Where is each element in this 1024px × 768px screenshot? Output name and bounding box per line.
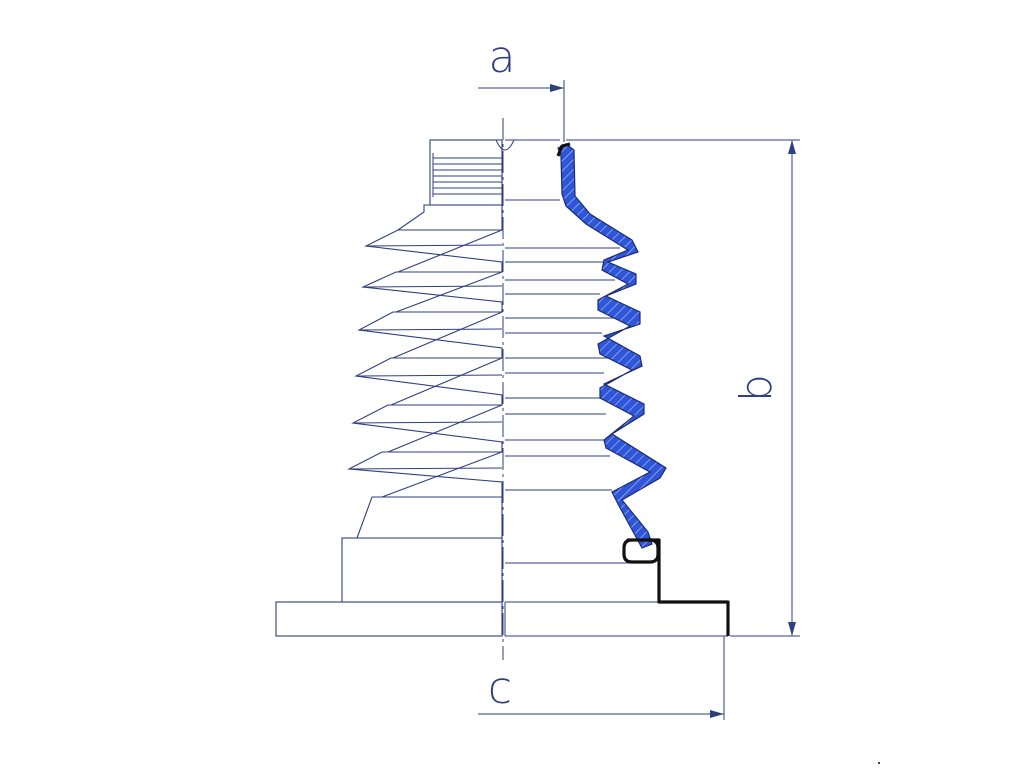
fold (347, 451, 503, 498)
fold (357, 311, 503, 359)
label-a: a (489, 32, 516, 83)
fold (364, 229, 503, 273)
dimension-c: c (478, 636, 725, 720)
base-collar (341, 537, 503, 603)
fold (354, 357, 503, 406)
neck-ribs (432, 153, 502, 197)
dimension-a: a (478, 32, 565, 142)
dimension-b: b (566, 139, 800, 637)
transition-cone (356, 496, 503, 539)
clamp-ring (556, 142, 730, 636)
shoulder (396, 204, 503, 231)
bellows-folds (347, 229, 503, 498)
boot-exterior-view (275, 139, 515, 637)
fold (351, 404, 503, 453)
neck (429, 139, 503, 206)
base-flange (275, 601, 503, 637)
fold (360, 271, 503, 313)
label-b: b (731, 374, 782, 402)
boot-section-view (504, 139, 728, 637)
label-c: c (488, 663, 512, 714)
wall-cross-section (557, 143, 667, 549)
stray-mark (878, 762, 880, 764)
